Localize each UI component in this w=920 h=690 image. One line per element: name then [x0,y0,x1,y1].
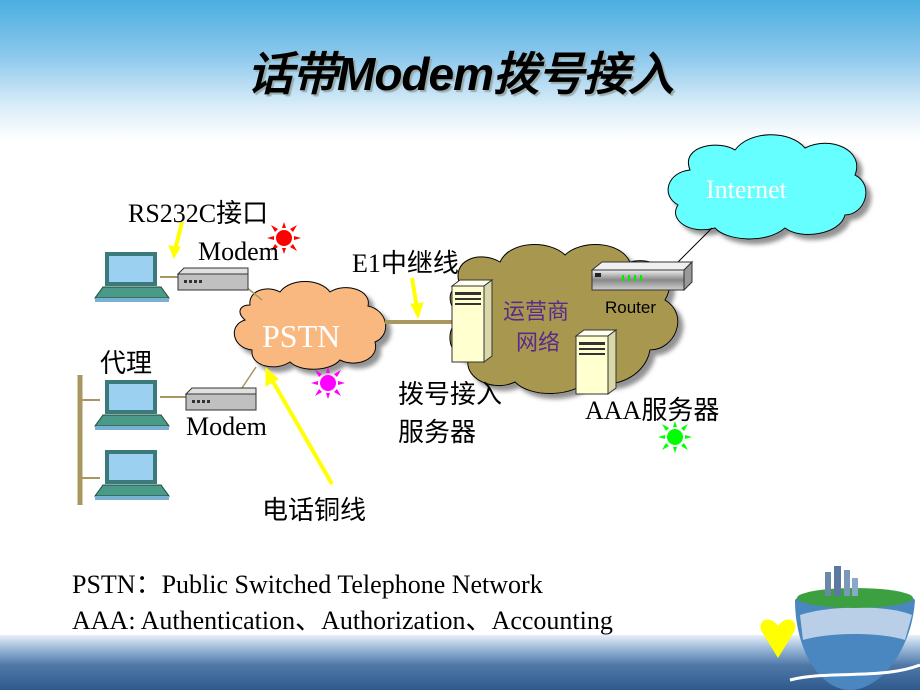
aaa-footnote: AAA: Authentication、Authorization、Accoun… [72,606,613,635]
rs232c-label: RS232C接口 [128,199,269,228]
pstn-label: PSTN [262,318,341,354]
dialup-server-icon [450,279,494,363]
laptop-icon [94,252,170,302]
internet-router-link [671,227,713,269]
footer-background [0,635,920,690]
slide-title: 话带Modem拨号接入 [247,48,674,100]
router-icon [590,260,694,292]
green-sun-icon [658,421,692,453]
header-background [0,0,920,140]
modem-icon [176,267,249,291]
dialup-server-label-line2: 服务器 [398,418,477,447]
router-label: Router [605,298,657,317]
aaa-server-label: AAA服务器 [585,396,720,425]
modem-label-bottom: Modem [186,412,267,441]
dialup-server-label-line1: 拨号接入 [398,380,503,409]
pstn-footnote: PSTN：Public Switched Telephone Network [72,570,543,599]
pstn-cloud [233,281,387,370]
arrow-icon [168,221,424,485]
carrier-network-label-line2: 网络 [516,330,561,355]
carrier-network-label-line1: 运营商 [503,299,570,324]
aaa-server-icon [574,329,618,395]
red-sun-icon [267,222,301,254]
heart-icon [760,619,796,658]
laptop-icon [94,450,170,500]
modem-icon [184,387,257,411]
proxy-label: 代理 [100,349,153,378]
modem-label-top: Modem [198,237,279,266]
internet-cloud [667,134,867,240]
laptop-icon [94,380,170,430]
phone-copper-label: 电话铜线 [262,496,367,525]
globe-city-decoration [789,566,920,690]
e1-trunk-label: E1中继线 [352,249,459,278]
magenta-sun-icon [311,367,345,399]
internet-label: Internet [706,175,787,204]
